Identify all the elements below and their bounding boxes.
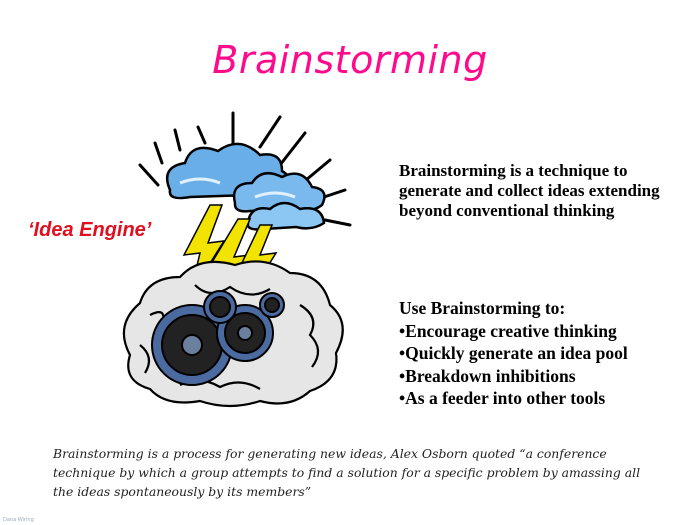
use-heading: Use Brainstorming to: [399, 298, 566, 318]
watermark: Dana Wiring [3, 517, 34, 523]
brain-storm-illustration [100, 105, 400, 415]
use-list-item: Breakdown inhibitions [399, 365, 689, 388]
use-list-item: Quickly generate an idea pool [399, 342, 689, 365]
use-list: Encourage creative thinking Quickly gene… [399, 320, 689, 410]
use-list-item: Encourage creative thinking [399, 320, 689, 343]
slide-title: Brainstorming [212, 38, 488, 82]
use-brainstorming-block: Use Brainstorming to: Encourage creative… [399, 297, 689, 410]
brain-storm-icon [122, 111, 352, 408]
idea-engine-label: ‘Idea Engine’ [28, 219, 152, 241]
brainstorming-description: Brainstorming is a technique to generate… [399, 161, 660, 220]
use-list-item: As a feeder into other tools [399, 387, 689, 410]
osborn-quote: Brainstorming is a process for generatin… [53, 446, 641, 499]
